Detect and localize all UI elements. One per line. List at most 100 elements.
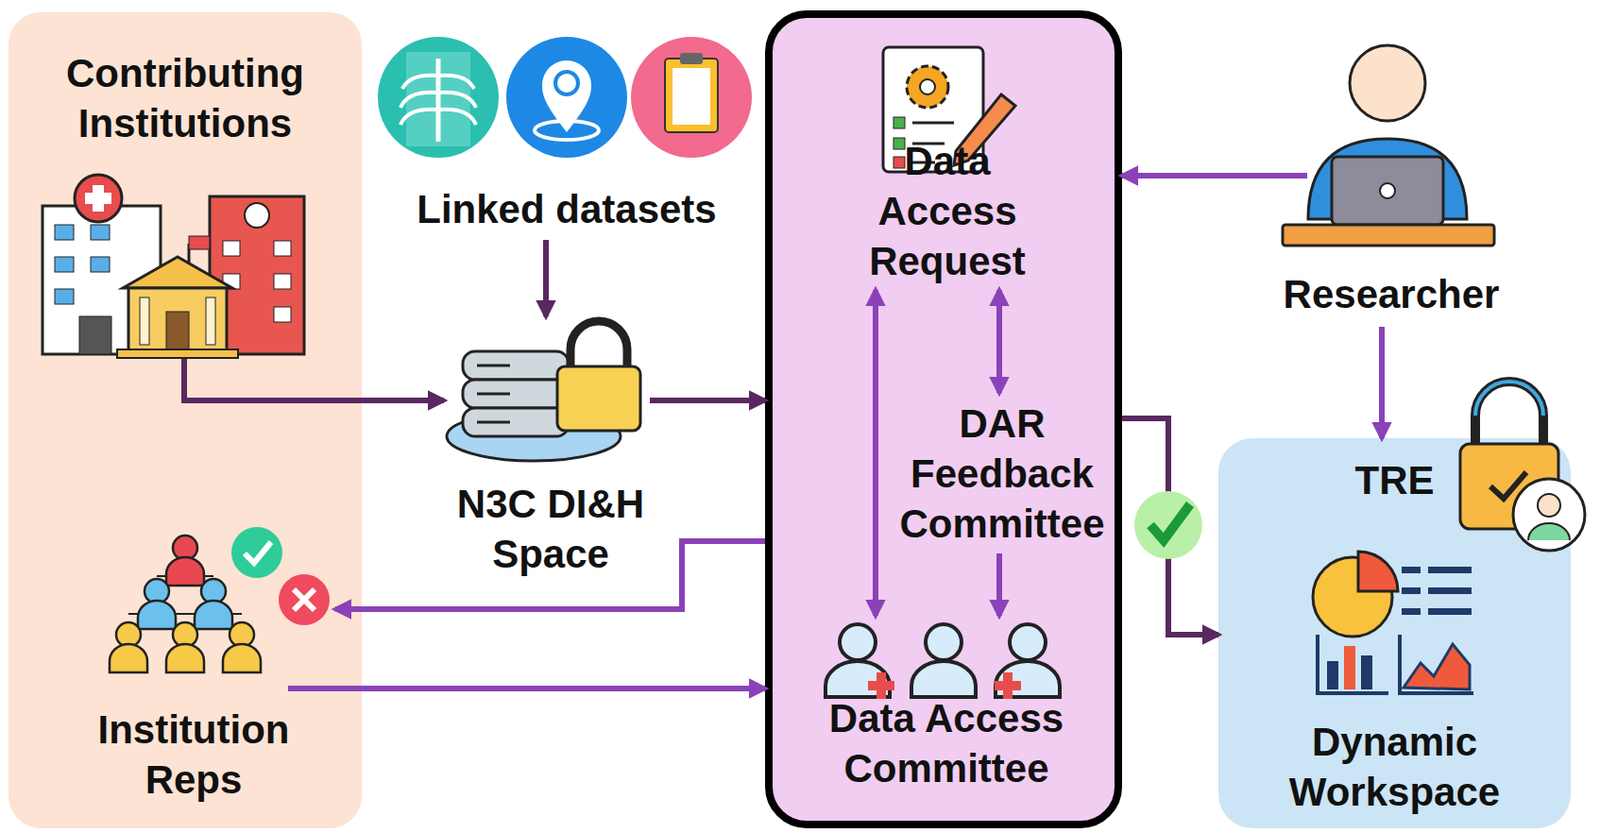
flow-arrow xyxy=(335,541,766,610)
database-icon xyxy=(462,351,569,380)
workspace-box: TRE Dynamic Workspace xyxy=(1218,438,1571,829)
institution-buildings xyxy=(273,240,291,256)
chart-icons xyxy=(1344,646,1356,690)
access-committee: Data Access Committee xyxy=(821,615,1072,798)
approve-reject-icons xyxy=(231,527,283,579)
access-panel: Data Access RequestDAR Feedback Committe… xyxy=(765,10,1123,829)
flow-arrow xyxy=(184,351,444,401)
hierarchy-icon xyxy=(194,578,233,630)
institution-buildings xyxy=(117,349,239,358)
database-icon xyxy=(570,321,628,371)
database-icon xyxy=(476,421,511,425)
dataset-icons xyxy=(377,36,499,158)
request-box: Data Access Request xyxy=(831,42,1064,289)
institution-buildings xyxy=(54,289,74,305)
institution-buildings xyxy=(54,224,74,240)
committee-icons xyxy=(825,624,1060,699)
chart-icons xyxy=(1361,655,1373,690)
chart-icons xyxy=(1399,634,1474,694)
dataset-icons xyxy=(377,36,752,158)
dataset-icons xyxy=(555,71,579,95)
node-label: Researcher xyxy=(1278,269,1504,320)
dataset-icons xyxy=(664,58,718,133)
institution-buildings xyxy=(273,273,291,290)
flow-arrow xyxy=(1122,172,1308,179)
dataset-icons xyxy=(680,52,703,65)
institution-buildings xyxy=(128,288,227,351)
database-icon xyxy=(462,408,569,437)
dataset-icons xyxy=(630,36,752,158)
institution-buildings xyxy=(166,311,189,351)
approval-check xyxy=(1134,491,1203,560)
node-label: Linked datasets xyxy=(379,184,754,235)
hierarchy-icon xyxy=(166,535,205,586)
request-form-icon xyxy=(912,161,936,165)
chart-icons xyxy=(1317,634,1389,694)
researcher-icon xyxy=(1379,183,1396,199)
committee-icons xyxy=(876,672,886,699)
approval-check xyxy=(1134,491,1203,560)
institution-buildings xyxy=(244,203,270,228)
flow-arrow xyxy=(1122,418,1219,635)
institution-buildings xyxy=(85,192,112,205)
flow-arrow xyxy=(872,289,879,616)
node-label: Data Access Committee xyxy=(825,693,1068,794)
approve-reject-icons xyxy=(244,542,272,563)
chart-icons xyxy=(1312,557,1393,637)
committee-icons xyxy=(868,680,895,691)
institution-buildings xyxy=(139,297,150,345)
database-icon xyxy=(476,392,511,396)
hierarchy-icon xyxy=(137,578,176,630)
chart-icons xyxy=(1428,608,1472,615)
institution-buildings xyxy=(92,185,104,212)
institution-reps: Institution Reps xyxy=(51,521,336,822)
data-space: N3C DI&H Space xyxy=(443,316,658,581)
flow-arrow xyxy=(288,685,766,692)
node-label: Contributing Institutions xyxy=(24,48,346,149)
lock-user-icon xyxy=(1537,493,1561,517)
node-label: Dynamic Workspace xyxy=(1243,716,1547,818)
researcher: Researcher xyxy=(1275,37,1508,322)
committee-icons xyxy=(995,624,1060,698)
chart-icons xyxy=(1428,587,1472,595)
chart-icons xyxy=(1401,587,1421,595)
dataset-icons xyxy=(400,75,477,125)
dataset-icons xyxy=(406,51,471,147)
institution-buildings xyxy=(122,256,233,289)
chart-icons xyxy=(1327,661,1339,690)
researcher-icon xyxy=(1282,45,1495,246)
request-form-icon xyxy=(893,156,905,169)
approve-reject-icons xyxy=(231,527,330,626)
institution-buildings xyxy=(205,297,216,345)
hierarchy-icon xyxy=(222,622,261,673)
lock-user-icon xyxy=(1528,523,1570,541)
committee-icons xyxy=(1003,672,1013,699)
linked-datasets: Linked datasets xyxy=(377,33,756,237)
request-form-icon xyxy=(919,79,936,95)
researcher-icon xyxy=(1331,156,1444,225)
approve-reject-icons xyxy=(278,574,330,626)
hierarchy-icon xyxy=(128,566,242,614)
researcher-icon xyxy=(1308,138,1467,220)
request-form-icon xyxy=(883,47,984,172)
institution-buildings xyxy=(273,306,291,323)
institution-buildings xyxy=(42,174,305,358)
request-form-icon xyxy=(953,94,1016,166)
database-icon xyxy=(557,366,641,431)
node-label: TRE xyxy=(1333,455,1457,506)
dataset-icons xyxy=(506,36,628,158)
institution-buildings xyxy=(90,224,110,240)
approval-check xyxy=(1150,504,1191,541)
database-icon xyxy=(446,321,641,461)
request-form-icon xyxy=(893,117,905,129)
lock-user-icon xyxy=(1475,381,1544,416)
dataset-icons xyxy=(436,58,442,142)
institution-buildings xyxy=(79,316,112,355)
institution-buildings xyxy=(54,256,74,273)
lock-user-icon xyxy=(1460,443,1559,529)
flow-arrow xyxy=(996,289,1003,393)
request-form-icon xyxy=(893,137,905,150)
hierarchy-icon xyxy=(166,622,205,673)
request-form-icon xyxy=(883,47,1016,172)
node-label: Data Access Request xyxy=(834,136,1060,287)
